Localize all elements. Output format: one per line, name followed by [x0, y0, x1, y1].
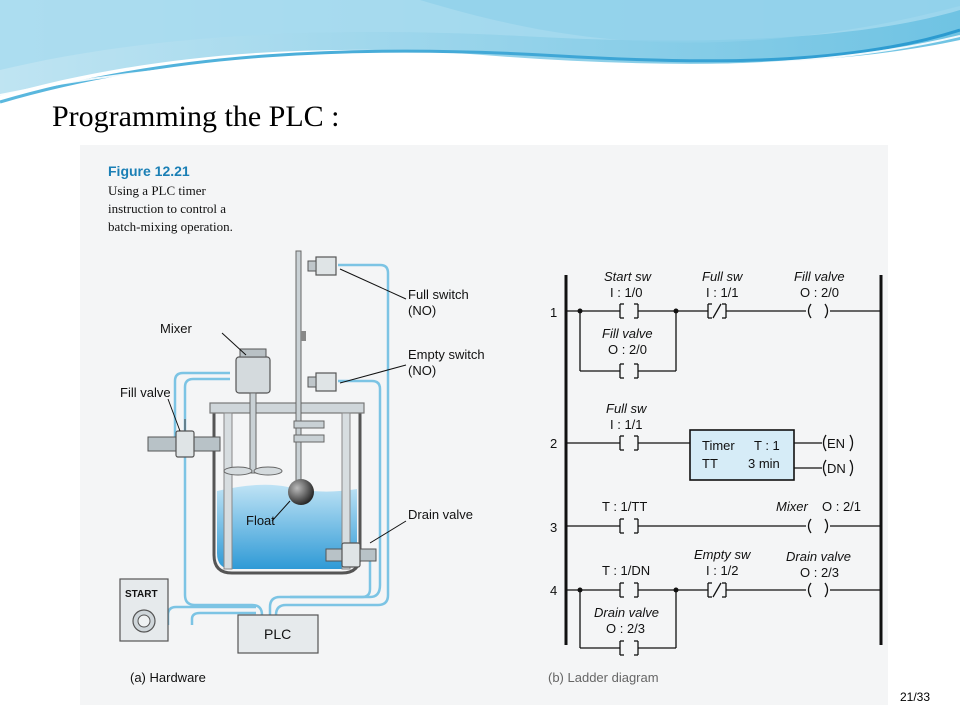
slide-title: Programming the PLC : — [52, 100, 340, 133]
drain-valve-coil-name: Drain valve — [786, 549, 851, 564]
drain-valve-branch-addr: O : 2/3 — [606, 621, 645, 636]
hardware-diagram: START PLC Full switch (NO) Mixer Empty s… — [119, 250, 485, 685]
fill-valve — [147, 419, 221, 458]
tank-frame — [209, 402, 365, 414]
drain-valve-label: Drain valve — [408, 507, 473, 522]
mixer-coil-addr: O : 2/1 — [822, 499, 861, 514]
rung-number-3: 3 — [550, 520, 557, 535]
tank-water — [217, 484, 357, 569]
mixer-coil-name: Mixer — [776, 499, 808, 514]
timer-line2-b: 3 min — [748, 456, 780, 471]
start-button — [119, 578, 169, 642]
figure-caption-line-2: instruction to control a — [108, 201, 226, 216]
float-ball — [288, 479, 314, 505]
rung-number-1: 1 — [550, 305, 557, 320]
r2-full-sw-addr: I : 1/1 — [610, 417, 643, 432]
full-sw-name: Full sw — [702, 269, 744, 284]
hardware-subcaption: (a) Hardware — [130, 670, 206, 685]
mixer — [223, 348, 283, 476]
wave-banner — [0, 0, 960, 110]
mixer-label: Mixer — [160, 321, 192, 336]
plc-label: PLC — [264, 626, 291, 642]
empty-switch — [307, 372, 337, 392]
fill-valve-branch-name: Fill valve — [602, 326, 653, 341]
rung-number-4: 4 — [550, 583, 557, 598]
fill-valve-coil-addr: O : 2/0 — [800, 285, 839, 300]
figure-caption-line-1: Using a PLC timer — [108, 183, 207, 198]
timer-line1-a: Timer — [702, 438, 735, 453]
figure-number: Figure 12.21 — [108, 163, 190, 179]
drain-valve-coil-addr: O : 2/3 — [800, 565, 839, 580]
start-label: START — [125, 589, 158, 600]
timer-line1-b: T : 1 — [754, 438, 780, 453]
figure-caption-line-3: batch-mixing operation. — [108, 219, 233, 234]
start-sw-name: Start sw — [604, 269, 653, 284]
empty-sw-addr: I : 1/2 — [706, 563, 739, 578]
full-sw-addr: I : 1/1 — [706, 285, 739, 300]
figure-panel: Figure 12.21 Using a PLC timer instructi… — [80, 145, 888, 705]
full-switch-type: (NO) — [408, 303, 436, 318]
r2-full-sw-name: Full sw — [606, 401, 648, 416]
timer-line2-a: TT — [702, 456, 718, 471]
full-switch-label: Full switch — [408, 287, 469, 302]
figure-diagram: Figure 12.21 Using a PLC timer instructi… — [108, 163, 883, 685]
empty-switch-type: (NO) — [408, 363, 436, 378]
full-switch — [307, 256, 337, 276]
t1-tt-label: T : 1/TT — [602, 499, 647, 514]
dn-label: DN — [827, 461, 846, 476]
plc-box — [237, 614, 319, 654]
page-number: 21/33 — [900, 690, 931, 704]
empty-switch-label: Empty switch — [408, 347, 485, 362]
rung-3 — [566, 518, 881, 534]
rung-1 — [566, 303, 881, 379]
en-label: EN — [827, 436, 845, 451]
float-label: Float — [246, 513, 275, 528]
fill-valve-label: Fill valve — [120, 385, 171, 400]
fill-valve-branch-addr: O : 2/0 — [608, 342, 647, 357]
t1-dn-label: T : 1/DN — [602, 563, 650, 578]
rung-2 — [566, 434, 854, 477]
drain-valve-branch-name: Drain valve — [594, 605, 659, 620]
ladder-subcaption: (b) Ladder diagram — [548, 670, 659, 685]
start-sw-addr: I : 1/0 — [610, 285, 643, 300]
wiring — [166, 263, 390, 625]
empty-sw-name: Empty sw — [694, 547, 752, 562]
switch-rod — [295, 250, 302, 502]
timer-block — [689, 429, 795, 481]
rung-4 — [566, 582, 881, 656]
ladder-diagram: 1 2 3 4 — [548, 269, 883, 685]
rung-number-2: 2 — [550, 436, 557, 451]
drain-valve — [325, 542, 377, 568]
fill-valve-coil-name: Fill valve — [794, 269, 845, 284]
